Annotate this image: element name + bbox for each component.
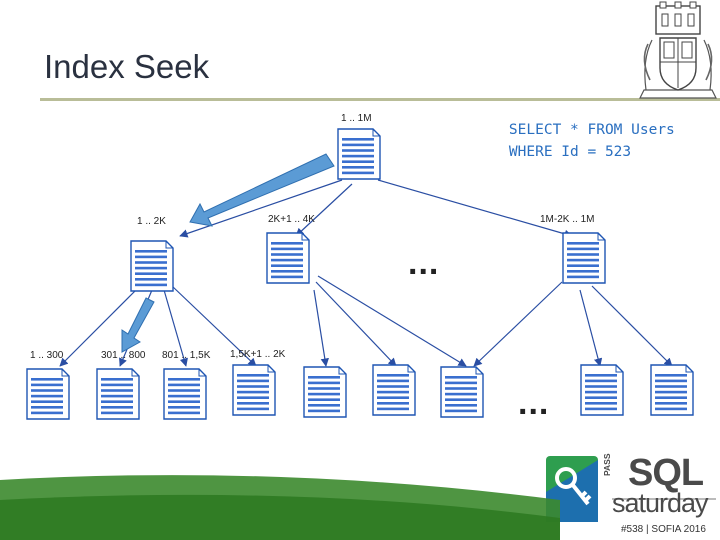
seek-arrow-l1	[121, 297, 155, 353]
l1b-range-label: 2K+1 .. 4K	[268, 214, 315, 225]
slide-title: Index Seek	[44, 48, 210, 85]
saturday-text: saturday	[612, 488, 709, 518]
l1b-page-icon	[266, 232, 310, 284]
leaf8-page-icon	[580, 364, 624, 416]
leaf6-page-icon	[372, 364, 416, 416]
leaf3-range-label: 801 .. 1,5K	[162, 350, 211, 361]
edge-root-to-l1a	[179, 179, 343, 238]
leaf2-range-label: 301 .. 800	[101, 350, 146, 361]
l1c-page-icon	[562, 232, 606, 284]
l1a-range-label: 1 .. 2K	[137, 216, 166, 227]
key-icon	[555, 467, 577, 489]
seek-path	[121, 153, 335, 353]
query-line-2: WHERE Id = 523	[474, 128, 631, 176]
l1c-range-label: 1M-2K .. 1M	[540, 214, 595, 225]
leaf4-page-icon	[232, 364, 276, 416]
edge-l1b-to-leaf5	[313, 289, 329, 367]
l1a-page-icon	[130, 240, 174, 292]
ellipsis-bottom: ...	[518, 384, 550, 422]
title-divider	[40, 98, 720, 101]
leaf7-page-icon	[440, 366, 484, 418]
query-select-text: SELECT * FROM Users	[508, 122, 675, 138]
seek-arrow-root	[189, 153, 335, 227]
leaf2-page-icon	[96, 368, 140, 420]
edge-l1a-to-leaf4	[171, 285, 257, 367]
leaf5-page-icon	[303, 366, 347, 418]
pass-text: PASS	[602, 453, 612, 476]
leaf1-page-icon	[26, 368, 70, 420]
leaf9-page-icon	[650, 364, 694, 416]
leaf1-range-label: 1 .. 300	[30, 350, 64, 361]
edge-l1c-to-leaf7	[473, 281, 563, 367]
edge-root-to-l1b	[295, 183, 353, 237]
query-line-1: SELECT * FROM Users	[474, 106, 675, 154]
edge-l1b-to-leaf6	[315, 281, 397, 367]
event-text: #538 | SOFIA 2016	[621, 524, 706, 535]
root-page-icon	[337, 128, 381, 180]
edge-l1c-to-leaf9	[591, 285, 673, 367]
leaf3-page-icon	[163, 368, 207, 420]
edge-root-to-l1c	[377, 179, 573, 238]
crest-icon	[639, 1, 717, 99]
query-where-text: WHERE Id = 523	[508, 144, 632, 160]
sql-text: SQL	[628, 452, 704, 494]
ellipsis-mid: ...	[408, 244, 440, 282]
edge-l1b-to-leaf7	[317, 275, 467, 367]
edge-l1a-to-leaf1	[59, 285, 141, 367]
footer-sweep	[0, 475, 560, 540]
leaf4-range-label: 1,5K+1 .. 2K	[230, 349, 286, 360]
edge-l1c-to-leaf8	[579, 289, 603, 367]
edge-l1a-to-leaf3	[163, 289, 188, 367]
root-range-label: 1 .. 1M	[341, 113, 372, 124]
